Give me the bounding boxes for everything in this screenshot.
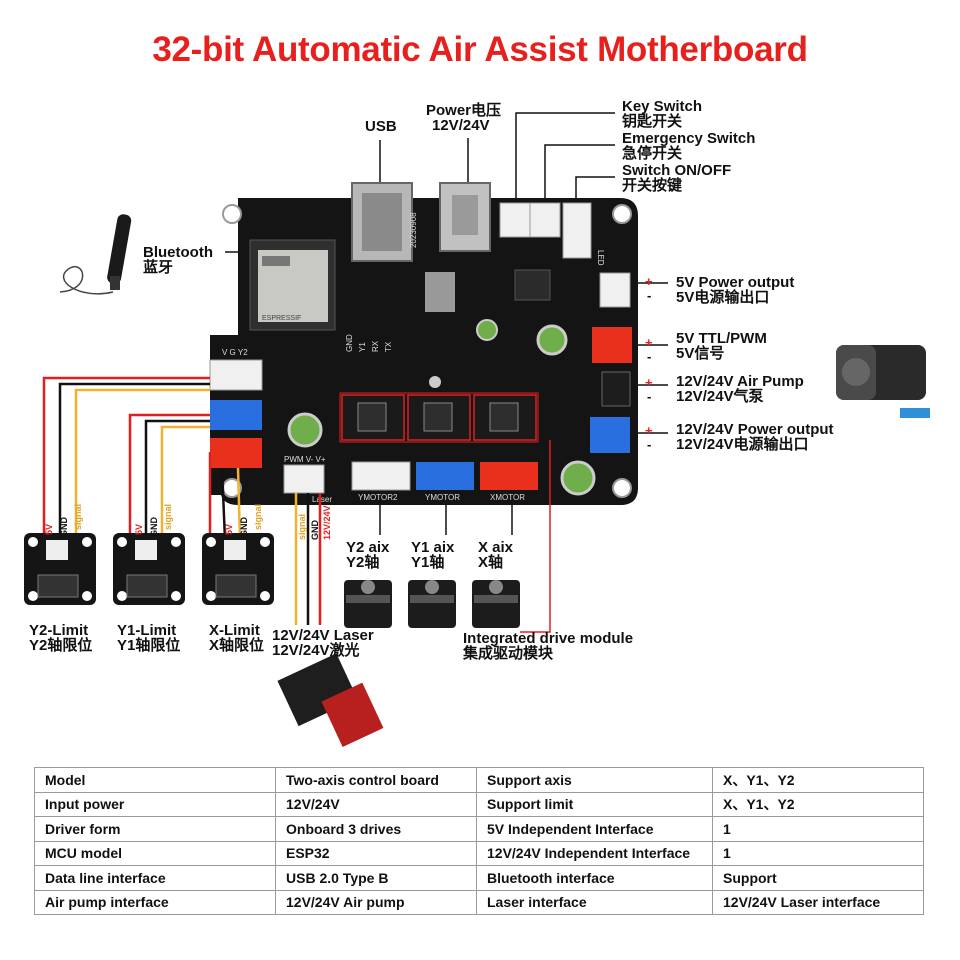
table-cell: USB 2.0 Type B [275,865,477,891]
gnd-label: GND [345,334,354,352]
limit-switch-x [202,533,274,605]
table-row: Data line interface USB 2.0 Type B Bluet… [34,865,924,891]
ymotor2-label: YMOTOR2 [358,493,398,502]
table-cell: Driver form [34,816,276,842]
table-row: MCU model ESP32 12V/24V Independent Inte… [34,840,924,866]
plus-5v: + [645,274,653,289]
wire-label-gnd-y1: GND [149,517,159,537]
wire-label-signal-y1: signal [163,503,173,530]
wire-label-gnd-x: GND [239,517,249,537]
minus-power-out: - [647,437,652,452]
plus-ttl: + [645,335,653,350]
table-cell: Support axis [476,767,713,793]
main-board: ESPRESSIF 20230908 LED YMOTO [209,182,638,505]
table-cell: Support limit [476,791,713,817]
table-cell: Data line interface [34,865,276,891]
table-cell: Model [34,767,276,793]
wiring-diagram: ESPRESSIF 20230908 LED YMOTO [24,112,930,747]
table-cell: Laser interface [476,889,713,915]
date-label: 20230908 [409,212,418,248]
led-label: LED [596,250,605,266]
antenna-icon [59,214,132,295]
table-cell: Two-axis control board [275,767,477,793]
stepper-motor-y1 [408,580,456,628]
table-cell: MCU model [34,840,276,866]
laser-wires [294,493,322,625]
plus-pump: + [645,375,653,390]
stepper-motor-x [472,580,520,628]
table-cell: Onboard 3 drives [275,816,477,842]
laser-pin-label: Laser [312,495,332,504]
wire-label-signal-x: signal [253,503,263,530]
table-cell: Air pump interface [34,889,276,915]
table-cell: 12V/24V Air pump [275,889,477,915]
table-cell: X、Y1、Y2 [712,791,924,817]
usb-label: USB [365,118,397,135]
wire-label-signal-laser: signal [297,513,307,540]
module-label: ESPRESSIF [262,315,301,322]
table-cell: 1 [712,840,924,866]
minus-pump: - [647,389,652,404]
table-cell: Support [712,865,924,891]
xmotor-label: XMOTOR [490,493,525,502]
table-cell: Bluetooth interface [476,865,713,891]
table-cell: 1 [712,816,924,842]
table-cell: 12V/24V [275,791,477,817]
stepper-motor-y2 [344,580,392,628]
laser-module-icon [277,653,384,747]
rx-label: RX [371,340,380,352]
table-cell: 12V/24V Independent Interface [476,840,713,866]
table-row: Driver form Onboard 3 drives 5V Independ… [34,816,924,842]
wire-label-gnd-y2: GND [59,517,69,537]
wire-label-v-laser: 12V/24V [322,505,332,540]
wire-label-signal-y2: signal [73,503,83,530]
minus-5v: - [647,288,652,303]
table-cell: Input power [34,791,276,817]
table-row: Air pump interface 12V/24V Air pump Lase… [34,889,924,915]
limit-wires [42,376,242,541]
wire-label-5v-x: 5V [224,523,234,535]
limit-switch-y1 [113,533,185,605]
y1-label: Y1 [358,342,367,352]
table-cell: 5V Independent Interface [476,816,713,842]
minus-ttl: - [647,349,652,364]
page-title: 32-bit Automatic Air Assist Motherboard [152,30,808,69]
table-cell: X、Y1、Y2 [712,767,924,793]
wire-label-gnd-laser: GND [310,520,320,540]
plus-power-out: + [645,423,653,438]
spec-table: Model Two-axis control board Support axi… [34,767,924,915]
limit-switch-y2 [24,533,96,605]
wire-label-5v-y2: 5V [44,523,54,535]
vgy2-label: V G Y2 [222,348,248,357]
wire-label-5v-y1: 5V [134,523,144,535]
ymotor-label: YMOTOR [425,493,460,502]
table-cell: ESP32 [275,840,477,866]
tx-label: TX [384,341,393,352]
air-pump-icon [836,345,930,418]
table-row: Input power 12V/24V Support limit X、Y1、Y… [34,791,924,817]
table-cell: 12V/24V Laser interface [712,889,924,915]
table-row: Model Two-axis control board Support axi… [34,767,924,793]
pwm-label: PWM V- V+ [284,455,326,464]
